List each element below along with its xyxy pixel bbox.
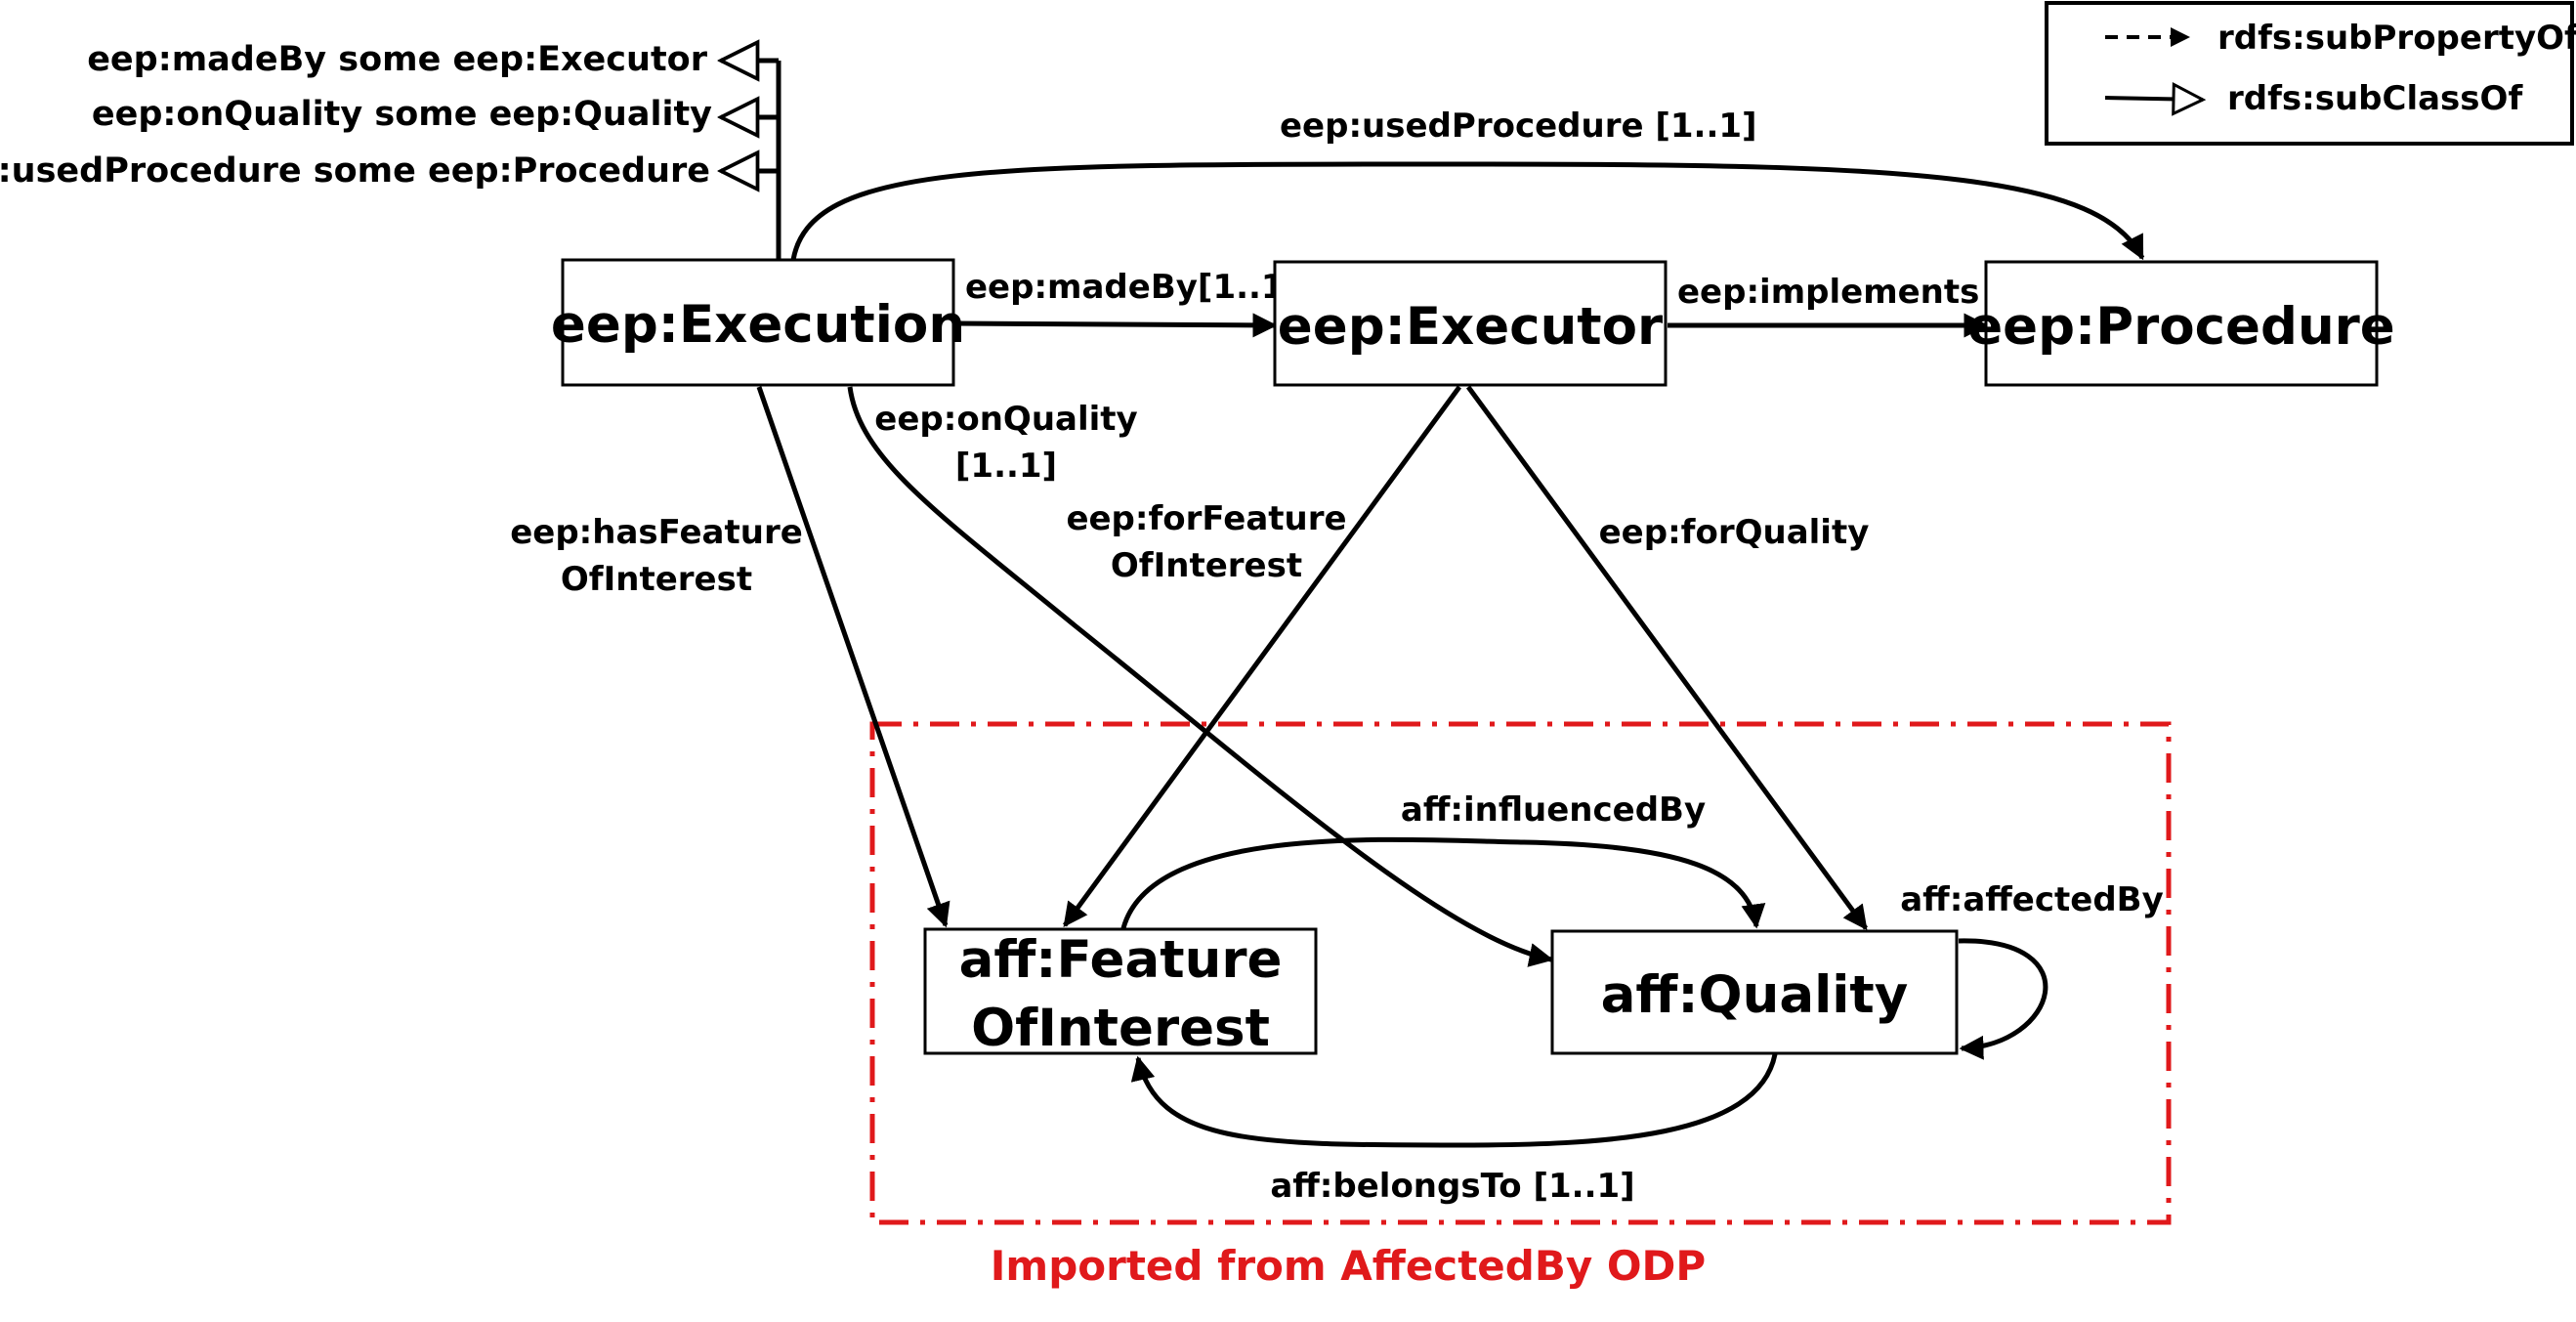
edge-label-for-feature-line2: OfInterest <box>1111 546 1302 585</box>
node-quality-label: aff:Quality <box>1601 965 1909 1025</box>
axiom-made-by-some-executor: eep:madeBy some eep:Executor <box>87 40 708 79</box>
node-execution-label: eep:Execution <box>551 295 965 355</box>
node-executor: eep:Executor <box>1273 260 1668 387</box>
subclass-axioms: eep:madeBy some eep:Executor eep:onQuali… <box>0 40 781 260</box>
import-region-boundary <box>869 721 2172 1225</box>
import-region-label: Imported from AffectedBy ODP <box>991 1242 1706 1290</box>
edge-for-quality <box>1465 385 1869 931</box>
legend-subclass-line <box>2104 98 2203 100</box>
edge-label-implements: eep:implements <box>1677 273 1979 312</box>
edge-used-procedure <box>790 161 2145 261</box>
legend-subproperty-label: rdfs:subPropertyOf <box>2217 19 2576 58</box>
edge-label-made-by: eep:madeBy[1..1] <box>965 268 1299 307</box>
edge-influenced-by <box>1120 836 1766 929</box>
edge-label-used-procedure: eep:usedProcedure [1..1] <box>1280 107 1757 146</box>
legend-subclass-label: rdfs:subClassOf <box>2227 79 2523 118</box>
axiom-on-quality-some-quality: eep:onQuality some eep:Quality <box>92 95 712 134</box>
edge-label-affected-by: aff:affectedBy <box>1900 880 2164 919</box>
edge-affected-by <box>1958 938 2048 1060</box>
edge-label-has-feature-line2: OfInterest <box>561 560 752 599</box>
edge-on-quality <box>847 386 1554 967</box>
edge-has-feature-of-interest <box>756 386 950 928</box>
node-feature-of-interest-label-line2: OfInterest <box>971 999 1270 1058</box>
node-quality: aff:Quality <box>1550 929 1959 1055</box>
node-procedure: eep:Procedure <box>1967 260 2395 387</box>
edge-label-on-quality-line2: [1..1] <box>955 447 1057 486</box>
legend: rdfs:subPropertyOf rdfs:subClassOf <box>2045 1 2576 146</box>
edge-label-for-quality: eep:forQuality <box>1599 513 1870 552</box>
edge-label-on-quality-line1: eep:onQuality <box>874 400 1137 439</box>
node-executor-label: eep:Executor <box>1278 297 1663 357</box>
edge-made-by <box>954 313 1278 338</box>
axiom-used-procedure-some-procedure: eep:usedProcedure some eep:Procedure <box>0 151 710 191</box>
edge-label-for-feature-line1: eep:forFeature <box>1066 499 1346 538</box>
edge-belongs-to <box>1130 1053 1778 1148</box>
node-feature-of-interest: aff:Feature OfInterest <box>923 927 1318 1058</box>
node-execution: eep:Execution <box>551 258 965 387</box>
edge-label-belongs-to: aff:belongsTo [1..1] <box>1270 1167 1634 1206</box>
node-procedure-label: eep:Procedure <box>1967 297 2395 357</box>
edge-for-feature-of-interest <box>1062 385 1462 928</box>
node-feature-of-interest-label-line1: aff:Feature <box>959 930 1283 990</box>
legend-box <box>2045 1 2574 146</box>
edge-label-influenced-by: aff:influencedBy <box>1401 790 1706 830</box>
edge-label-has-feature-line1: eep:hasFeature <box>510 513 803 552</box>
